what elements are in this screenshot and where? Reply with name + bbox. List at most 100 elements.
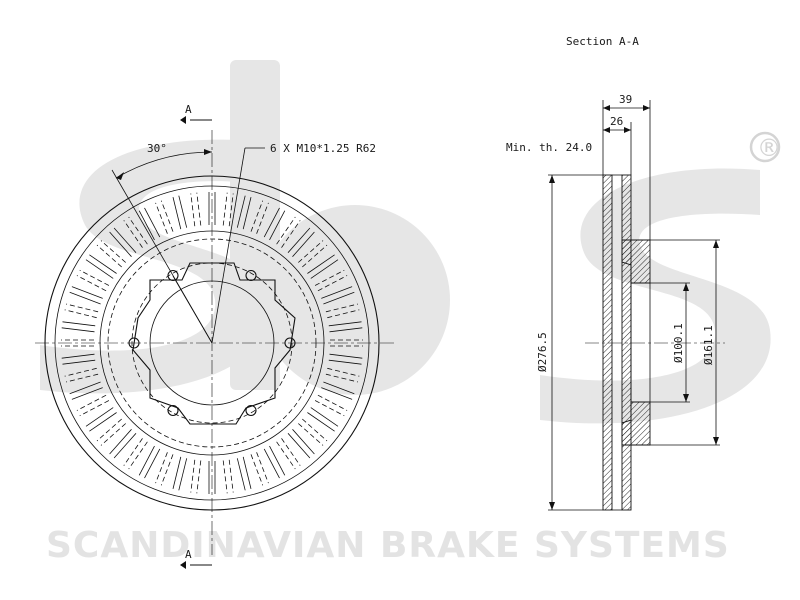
- cooling-vane: [256, 452, 269, 484]
- cooling-vane: [123, 220, 143, 248]
- cooling-vane: [160, 200, 174, 232]
- arrow-right-icon: [204, 149, 212, 155]
- cooling-vane: [85, 259, 114, 279]
- arrow-left-icon: [116, 172, 124, 180]
- company-name-watermark: SCANDINAVIAN BRAKE SYSTEMS: [46, 525, 730, 566]
- cooling-vane: [113, 227, 137, 253]
- cooling-vane: [69, 381, 101, 395]
- bolt-holes: [128, 269, 296, 417]
- cooling-vane: [85, 407, 114, 427]
- cooling-vane: [222, 460, 228, 494]
- cooling-vane: [256, 202, 269, 234]
- registered-circle-icon: [749, 131, 781, 163]
- cooling-vane: [327, 367, 360, 377]
- cooling-vane: [236, 458, 246, 491]
- section-marker-bottom-label: A: [185, 548, 192, 561]
- bolt-hole: [245, 404, 257, 417]
- dim-hat-width: 26: [603, 115, 632, 175]
- arrow-left-icon: [180, 561, 186, 569]
- cooling-vane: [109, 429, 132, 455]
- cooling-vane: [128, 441, 148, 470]
- cooling-vane: [64, 367, 97, 377]
- section-view: Section A-A Min. th. 24.0 39: [506, 35, 725, 511]
- dim-center-bore-label: Ø100.1: [672, 323, 685, 363]
- dim-total-width-label: 39: [619, 93, 632, 106]
- cooling-vane: [144, 207, 161, 238]
- cooling-vane: [76, 275, 107, 292]
- cooling-vane: [242, 456, 252, 489]
- cooling-vane: [62, 359, 96, 365]
- cooling-vane: [96, 418, 122, 442]
- cooling-vane: [190, 193, 196, 227]
- sbs-logo-watermark: [40, 60, 771, 424]
- cooling-vane: [71, 387, 103, 400]
- cooling-vane: [323, 291, 355, 305]
- cooling-vane: [302, 244, 328, 268]
- cooling-vane: [76, 394, 107, 411]
- cooling-vane: [317, 394, 348, 411]
- cooling-vane: [269, 445, 286, 476]
- cooling-vane: [196, 460, 202, 494]
- dim-hat-width-label: 26: [610, 115, 623, 128]
- cooling-vane: [96, 244, 122, 268]
- cooling-vane: [66, 373, 99, 383]
- cooling-vane: [307, 412, 335, 432]
- cooling-vane: [314, 269, 345, 286]
- cooling-vane: [172, 456, 182, 489]
- cooling-vane: [281, 220, 301, 248]
- cooling-vane: [328, 321, 362, 327]
- cooling-vane: [109, 231, 132, 257]
- cooling-vane: [325, 303, 358, 313]
- cooling-vane: [298, 423, 324, 446]
- cooling-vane: [100, 423, 126, 446]
- section-title: Section A-A: [566, 35, 639, 48]
- cooling-vane: [69, 291, 101, 305]
- cooling-vane: [190, 459, 196, 493]
- cooling-vane: [242, 197, 252, 230]
- cooling-vane: [89, 412, 117, 432]
- bolt-hole: [167, 404, 179, 417]
- dim-total-width: 39: [602, 93, 651, 240]
- cooling-vane: [276, 216, 296, 245]
- cooling-vane: [263, 207, 280, 238]
- cooling-vane: [302, 418, 328, 442]
- cooling-vane: [329, 353, 363, 359]
- cooling-vane: [155, 202, 168, 234]
- dim-outer-diameter-label: Ø276.5: [536, 332, 549, 372]
- cooling-vane: [236, 195, 246, 228]
- registered-mark: ®: [757, 134, 781, 162]
- cooling-vane: [310, 407, 339, 427]
- cooling-vane: [123, 438, 143, 466]
- section-marker-top-label: A: [185, 103, 192, 116]
- cooling-vane: [307, 254, 335, 274]
- cooling-vane: [89, 254, 117, 274]
- cooling-vane: [61, 353, 95, 359]
- dim-hub-diameter-label: Ø161.1: [702, 325, 715, 365]
- cooling-vane: [250, 200, 264, 232]
- cooling-vane: [321, 387, 353, 400]
- cooling-vane: [228, 193, 234, 227]
- bolt-callout: 6 X M10*1.25 R62: [172, 142, 376, 344]
- cooling-vane: [138, 445, 155, 476]
- bolt-hole: [167, 269, 179, 282]
- cooling-vane: [287, 433, 311, 459]
- min-thickness-label: Min. th. 24.0: [506, 141, 592, 154]
- sbs-watermark: SCANDINAVIAN BRAKE SYSTEMS ®: [40, 60, 781, 566]
- cooling-vane: [269, 210, 286, 241]
- cooling-vane: [250, 454, 264, 486]
- cooling-vane: [292, 231, 315, 257]
- cooling-vane: [196, 192, 202, 226]
- bolt-callout-label: 6 X M10*1.25 R62: [270, 142, 376, 155]
- friction-plate-outer: [602, 174, 613, 511]
- cooling-vane: [298, 240, 324, 263]
- cooling-vane: [138, 210, 155, 241]
- cooling-vane: [327, 309, 360, 319]
- cooling-vane: [222, 192, 228, 226]
- cooling-vane: [317, 275, 348, 292]
- section-marker-bottom: A: [180, 548, 212, 569]
- cooling-vane: [61, 327, 95, 333]
- cooling-vane: [113, 433, 137, 459]
- cooling-vane: [178, 458, 188, 491]
- cooling-vane: [79, 269, 110, 286]
- cooling-vane: [172, 197, 182, 230]
